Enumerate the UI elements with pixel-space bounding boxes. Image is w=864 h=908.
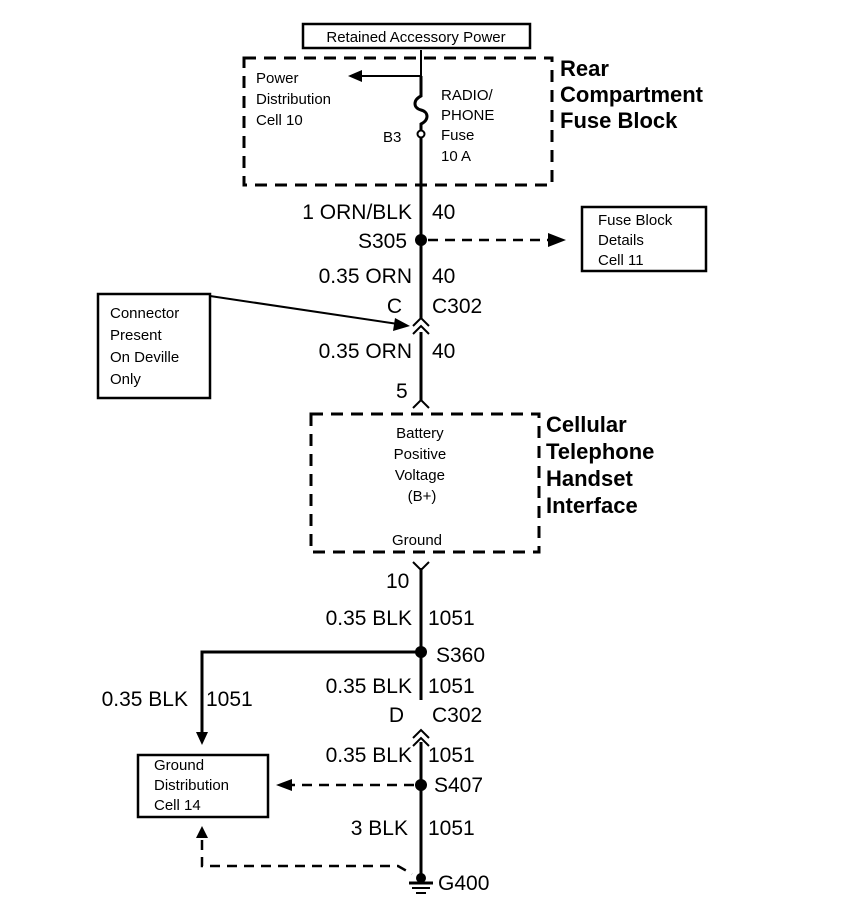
connector-c302-lower: D C302 [389,704,482,747]
c302-lower-pin: D [389,704,404,727]
wire-6-circuit: 1051 [428,744,475,767]
terminal-b3-label: B3 [383,129,401,146]
wire-7-circuit: 1051 [428,817,475,840]
pin-5-connector [412,398,430,409]
power-distribution-cell-10-text: Power Distribution Cell 10 [256,70,335,129]
branch-wire-gauge: 0.35 BLK [102,688,188,711]
splice-s360-label: S360 [436,644,485,667]
ground-terminal-label: Ground [392,532,442,549]
branch-wire-circuit: 1051 [206,688,253,711]
splice-s407-label: S407 [434,774,483,797]
wire-3-gauge: 0.35 ORN [319,340,412,363]
connector-note-box: Connector Present On Deville Only [96,292,212,400]
cellular-interface-title: Cellular Telephone Handset Interface [546,412,661,518]
c302-upper-pin: C [387,295,402,318]
splice-s407: S407 [415,774,483,797]
pin-10-label: 10 [386,570,409,593]
wire-7-gauge: 3 BLK [351,817,408,840]
radio-phone-fuse-text: RADIO/ PHONE Fuse 10 A [441,87,499,165]
connector-note-arrow [393,318,410,331]
c302-upper-name: C302 [432,295,482,318]
retained-accessory-power-text: Retained Accessory Power [326,29,505,46]
c302-lower-name: C302 [432,704,482,727]
branch-arrow [196,732,208,745]
splice-s305-label: S305 [358,230,407,253]
wire-3-circuit: 40 [432,340,455,363]
wire-2-gauge: 0.35 ORN [319,265,412,288]
rear-compartment-fuse-block: Rear Compartment Fuse Block Power Distri… [242,56,709,187]
ground-g400: G400 [409,872,489,895]
splice-s360: S360 [415,644,485,667]
ground-distribution-arrow [276,779,292,791]
ground-distribution-text: Ground Distribution Cell 14 [154,757,233,814]
ground-return-dashed [200,840,413,876]
wire-1-circuit: 40 [432,201,455,224]
retained-accessory-power-label: Retained Accessory Power [301,22,532,50]
connector-note-text: Connector Present On Deville Only [110,305,183,388]
ground-distribution-box: Ground Distribution Cell 14 [136,753,270,819]
fuse-symbol [413,76,429,139]
fuse-block-details-arrow [548,233,566,247]
fuse-block-title: Rear Compartment Fuse Block [560,56,709,133]
wire-5-circuit: 1051 [428,675,475,698]
wire-4-circuit: 1051 [428,607,475,630]
cellular-telephone-handset-interface: Cellular Telephone Handset Interface Bat… [309,412,661,554]
pin-10-connector [412,561,430,572]
power-distribution-arrow [348,50,422,82]
ground-return-arrow [196,826,208,838]
ground-g400-label: G400 [438,872,489,895]
wire-5-gauge: 0.35 BLK [326,675,412,698]
fuse-block-details-box: Fuse Block Details Cell 11 [580,205,708,273]
fuse-block-details-text: Fuse Block Details Cell 11 [598,212,676,269]
branch-wire [200,650,421,734]
pin-5-label: 5 [396,380,408,403]
wire-4-gauge: 0.35 BLK [326,607,412,630]
connector-c302-upper: C C302 [387,295,482,335]
wire-2-circuit: 40 [432,265,455,288]
connector-note-leader [209,295,399,325]
battery-positive-voltage-text: Battery Positive Voltage (B+) [394,425,451,505]
splice-s305: S305 [358,230,427,253]
wire-6-gauge: 0.35 BLK [326,744,412,767]
wire-1-gauge: 1 ORN/BLK [302,201,412,224]
